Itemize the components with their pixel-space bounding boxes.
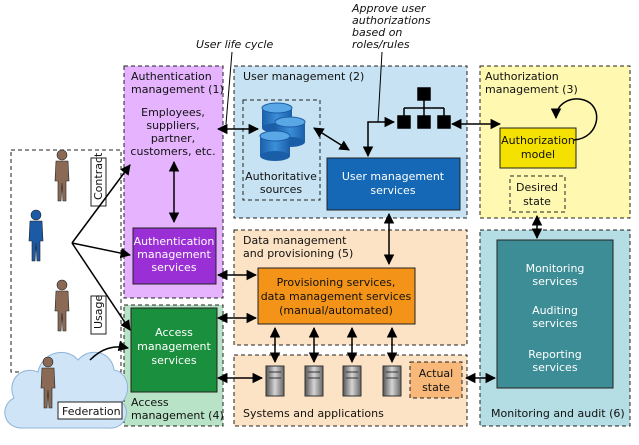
authorization-title-line1: Authorization	[485, 70, 559, 83]
server-icon	[342, 365, 362, 397]
access-services-box	[130, 307, 218, 393]
usage-label-box	[90, 295, 107, 335]
authoritative-sources-line1: Authoritative	[245, 170, 317, 183]
servers-group	[265, 365, 402, 397]
systems-title: Systems and applications	[243, 407, 384, 420]
access-services-line2: management	[137, 340, 211, 353]
person-icon	[54, 149, 70, 202]
authorization-title-line2: management (3)	[485, 83, 578, 96]
authorization-model-line2: model	[521, 148, 555, 161]
desired-state-box	[509, 175, 566, 213]
reporting-services-line2: services	[532, 361, 577, 374]
connectors	[71, 51, 543, 384]
authoritative-sources-line2: sources	[260, 183, 303, 196]
authorization-model-box	[499, 127, 577, 169]
database-icon	[259, 102, 306, 161]
provisioning-services-line3: (manual/automated)	[279, 304, 393, 317]
user-life-cycle-annotation: User life cycle	[196, 38, 273, 51]
federation-label-box	[57, 401, 123, 420]
authentication-services-box	[132, 227, 217, 285]
hierarchy-icon	[397, 87, 451, 129]
data-management-title-line2: and provisioning (5)	[243, 247, 353, 260]
access-services-line1: Access	[155, 326, 193, 339]
authentication-users-line3: partner,	[151, 132, 195, 145]
actual-state-line1: Actual	[419, 367, 453, 380]
user-management-title: User management (2)	[243, 70, 364, 83]
people-to-authn-services-arrow	[71, 242, 132, 259]
authentication-services-line2: management	[137, 248, 211, 261]
monitoring-services-box	[496, 239, 614, 389]
people-to-authentication-arrow	[71, 164, 131, 244]
authentication-users-line4: customers, etc.	[130, 145, 215, 158]
provisioning-services-line1: Provisioning services,	[277, 276, 396, 289]
desired-state-line1: Desired	[516, 181, 558, 194]
access-title-line1: Access	[131, 396, 169, 409]
authentication-services-line1: Authentication	[134, 235, 215, 248]
approve-annotation-line1: Approve user	[351, 2, 427, 15]
contract-label-box	[90, 157, 107, 207]
user-management-services-line1: User management	[342, 170, 445, 183]
federation-label: Federation	[62, 405, 121, 418]
provisioning-services-line2: data management services	[261, 290, 412, 303]
people-group	[28, 149, 70, 409]
user-life-cycle-pointer	[225, 51, 233, 125]
authentication-title-line2: management (1)	[131, 83, 224, 96]
person-icon	[28, 209, 44, 262]
auditing-services-line1: Auditing	[532, 304, 578, 317]
actual-state-box	[409, 361, 463, 399]
access-title-line2: management (4)	[131, 409, 224, 422]
authentication-users-line1: Employees,	[141, 106, 205, 119]
authentication-title-line1: Authentication	[131, 70, 212, 83]
server-icon	[304, 365, 324, 397]
cloud-to-access-arrow	[89, 340, 130, 361]
monitoring-services-line1: Monitoring	[526, 262, 585, 275]
authentication-services-line3: services	[151, 261, 196, 274]
approve-annotation-line4: roles/rules	[352, 38, 410, 51]
authorization-model-line1: Authorization	[501, 134, 575, 147]
server-icon	[382, 365, 402, 397]
people-to-access-arrow	[71, 242, 131, 331]
desired-state-line2: state	[523, 195, 551, 208]
person-icon	[40, 356, 56, 409]
usage-label: Usage	[92, 294, 105, 329]
person-icon	[54, 279, 70, 332]
authorization-loop-arrow	[550, 98, 598, 141]
user-services-to-hierarchy-arrow	[362, 116, 396, 158]
approve-annotation-line3: based on	[352, 26, 402, 39]
monitoring-title: Monitoring and audit (6)	[491, 407, 625, 420]
approve-annotation-line2: authorizations	[352, 14, 431, 27]
reporting-services-line1: Reporting	[528, 348, 581, 361]
data-management-title-line1: Data management	[243, 234, 347, 247]
approve-pointer	[377, 51, 383, 123]
sources-to-user-services-arrow	[313, 127, 350, 151]
provisioning-services-box	[257, 267, 416, 325]
auditing-services-line2: services	[532, 317, 577, 330]
actual-state-line2: state	[422, 381, 450, 394]
contract-label: Contract	[92, 152, 105, 200]
access-services-line3: services	[151, 354, 196, 367]
user-management-services-box	[326, 157, 461, 211]
authentication-users-line2: suppliers,	[146, 119, 199, 132]
server-icon	[265, 365, 285, 397]
monitoring-services-line2: services	[532, 275, 577, 288]
user-management-services-line2: services	[370, 184, 415, 197]
